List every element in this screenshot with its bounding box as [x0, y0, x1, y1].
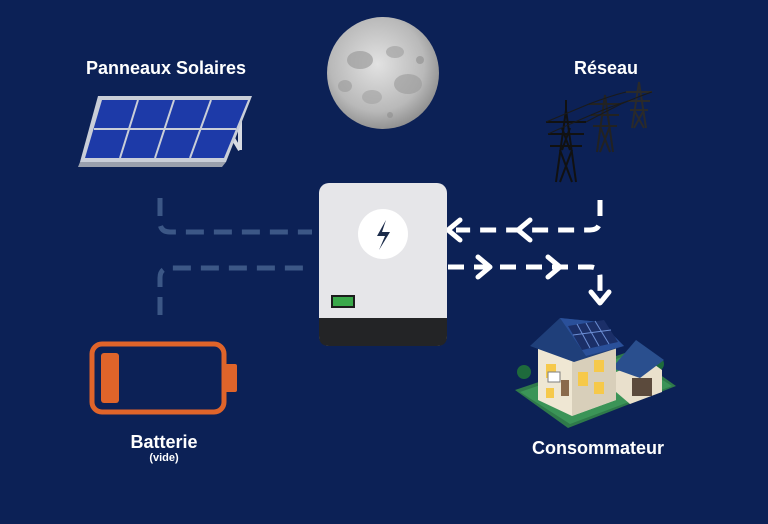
active-flow-lines — [448, 200, 603, 296]
inactive-flow-lines — [157, 198, 312, 315]
battery-flow-line — [157, 265, 312, 315]
inverter-to-house-line — [448, 264, 603, 296]
lightning-bolt-icon — [377, 220, 390, 250]
arrow-down-to-house — [588, 289, 612, 306]
power-pylon-icon — [545, 81, 653, 183]
pylon-front — [546, 100, 586, 183]
battery-empty-icon — [89, 341, 237, 415]
solar-flow-line — [157, 198, 312, 235]
moon-icon — [327, 17, 439, 129]
inverter-icon — [319, 183, 447, 346]
consumer-label: Consommateur — [531, 438, 665, 458]
solar-panels-label: Panneaux Solaires — [85, 58, 247, 78]
pylon-middle — [589, 94, 621, 153]
arrow-right-2 — [545, 254, 563, 280]
solar-panel-icon — [78, 96, 252, 167]
grid-label: Réseau — [573, 58, 639, 78]
arrow-right-1 — [475, 254, 493, 280]
arrow-left-mid — [515, 217, 533, 243]
arrow-into-inverter — [445, 217, 463, 243]
battery-label: Batterie — [130, 432, 198, 452]
pylon-back — [626, 81, 652, 129]
battery-state-label: (vide) — [149, 452, 179, 464]
flow-arrows — [445, 217, 612, 306]
house-icon — [515, 318, 676, 428]
battery-charge-level — [101, 353, 119, 403]
grid-to-inverter-line — [456, 200, 603, 233]
